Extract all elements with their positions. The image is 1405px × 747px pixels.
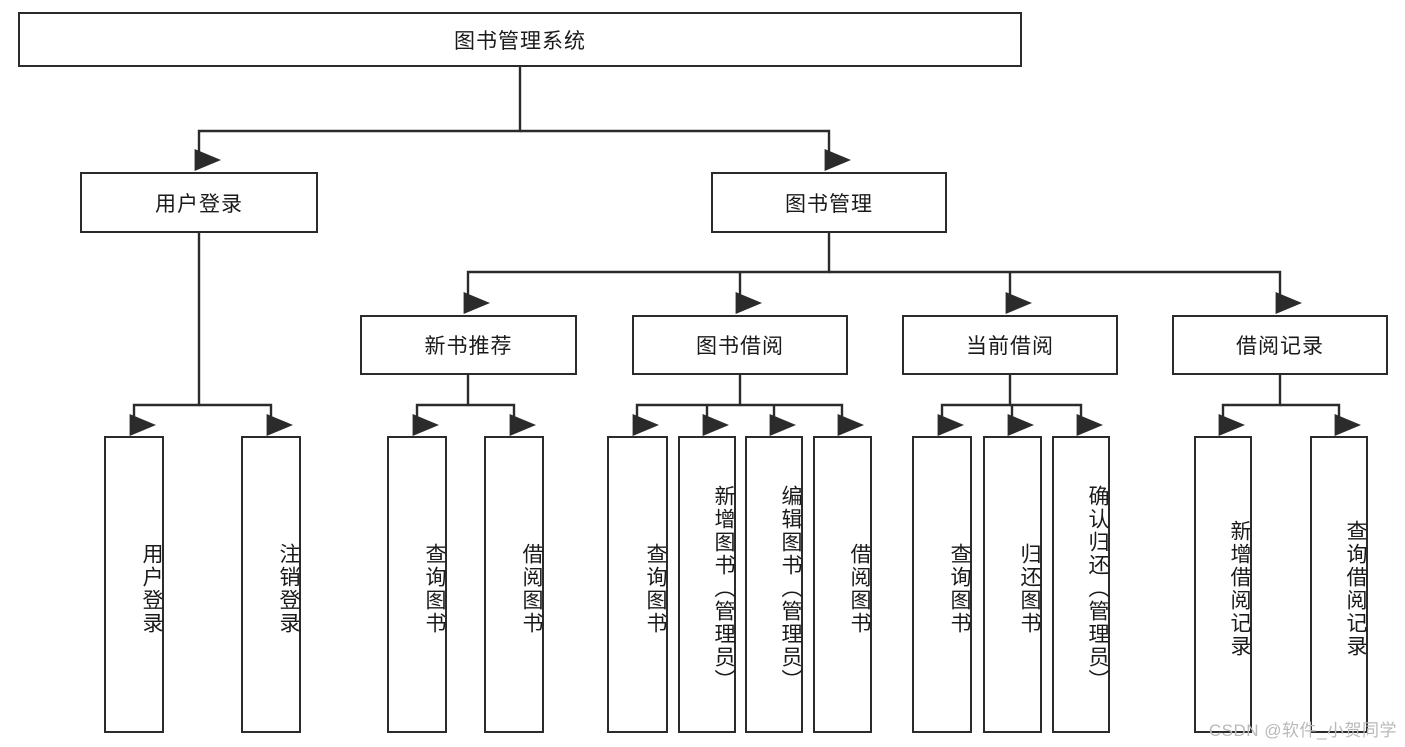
node-new-book-recommend-label: 新书推荐 — [424, 335, 513, 358]
node-leaf-query-book-rec[interactable]: 查询图书 — [387, 436, 447, 733]
node-user-login[interactable]: 用户登录 — [80, 172, 318, 233]
link-userlogin-bus — [129, 233, 201, 436]
node-leaf-confirm-return-admin[interactable]: 确认归还（管理员） — [1052, 436, 1110, 733]
link-bookmanage-bus — [463, 233, 831, 314]
node-leaf-return-book-label: 归还图书 — [1018, 542, 1041, 635]
link-bookmanage-borrowrecord — [829, 270, 1302, 314]
node-user-login-label: 用户登录 — [155, 192, 243, 216]
node-leaf-query-book-borrow[interactable]: 查询图书 — [607, 436, 668, 733]
node-new-book-recommend[interactable]: 新书推荐 — [360, 315, 577, 375]
node-book-borrow[interactable]: 图书借阅 — [632, 315, 848, 375]
node-leaf-add-book-admin[interactable]: 新增图书（管理员） — [678, 436, 736, 733]
node-leaf-edit-book-admin[interactable]: 编辑图书（管理员） — [745, 436, 803, 733]
link-currentborrow-confirm — [1010, 403, 1103, 436]
link-bookborrow-bus — [632, 375, 742, 436]
node-book-borrow-label: 图书借阅 — [696, 335, 784, 358]
node-borrow-record[interactable]: 借阅记录 — [1172, 315, 1388, 375]
node-leaf-user-login-label: 用户登录 — [140, 542, 163, 635]
link-bookborrow-borrow — [740, 403, 864, 436]
node-root-label: 图书管理系统 — [454, 29, 586, 53]
link-userlogin-logout — [199, 403, 293, 436]
link-newbook-bus — [412, 375, 470, 436]
node-leaf-query-book-borrow-label: 查询图书 — [644, 542, 667, 635]
node-leaf-add-book-admin-label: 新增图书（管理员） — [712, 485, 735, 692]
node-leaf-query-book-rec-label: 查询图书 — [423, 542, 446, 635]
node-leaf-borrow-book-rec[interactable]: 借阅图书 — [484, 436, 544, 733]
node-leaf-edit-book-admin-label: 编辑图书（管理员） — [779, 485, 802, 692]
node-leaf-borrow-book-rec-label: 借阅图书 — [520, 542, 543, 635]
watermark-text: CSDN @软件_小贺同学 — [1208, 721, 1397, 740]
node-leaf-borrow-book[interactable]: 借阅图书 — [813, 436, 872, 733]
link-currentborrow-bus — [937, 375, 1012, 436]
node-leaf-logout-login-label: 注销登录 — [277, 542, 300, 635]
node-leaf-query-borrow-record-label: 查询借阅记录 — [1344, 519, 1367, 658]
node-current-borrow-label: 当前借阅 — [966, 335, 1054, 358]
node-leaf-borrow-book-label: 借阅图书 — [848, 542, 871, 635]
link-newbook-borrow — [468, 403, 536, 436]
node-leaf-return-book[interactable]: 归还图书 — [983, 436, 1042, 733]
node-leaf-add-borrow-record[interactable]: 新增借阅记录 — [1194, 436, 1252, 733]
link-borrowrecord-bus — [1218, 375, 1282, 436]
node-leaf-logout-login[interactable]: 注销登录 — [241, 436, 301, 733]
node-leaf-query-borrow-record[interactable]: 查询借阅记录 — [1310, 436, 1368, 733]
node-book-manage-label: 图书管理 — [785, 192, 873, 216]
link-root-to-bookmanage — [520, 129, 851, 172]
node-leaf-confirm-return-admin-label: 确认归还（管理员） — [1086, 485, 1109, 692]
node-leaf-user-login[interactable]: 用户登录 — [104, 436, 164, 733]
link-root-bus — [194, 67, 522, 172]
link-borrowrecord-query — [1280, 403, 1361, 436]
node-leaf-query-book-current-label: 查询图书 — [948, 542, 971, 635]
node-book-manage[interactable]: 图书管理 — [711, 172, 947, 233]
node-root[interactable]: 图书管理系统 — [18, 12, 1022, 67]
node-leaf-add-borrow-record-label: 新增借阅记录 — [1228, 519, 1251, 658]
node-borrow-record-label: 借阅记录 — [1236, 335, 1324, 358]
node-current-borrow[interactable]: 当前借阅 — [902, 315, 1118, 375]
node-leaf-query-book-current[interactable]: 查询图书 — [912, 436, 972, 733]
